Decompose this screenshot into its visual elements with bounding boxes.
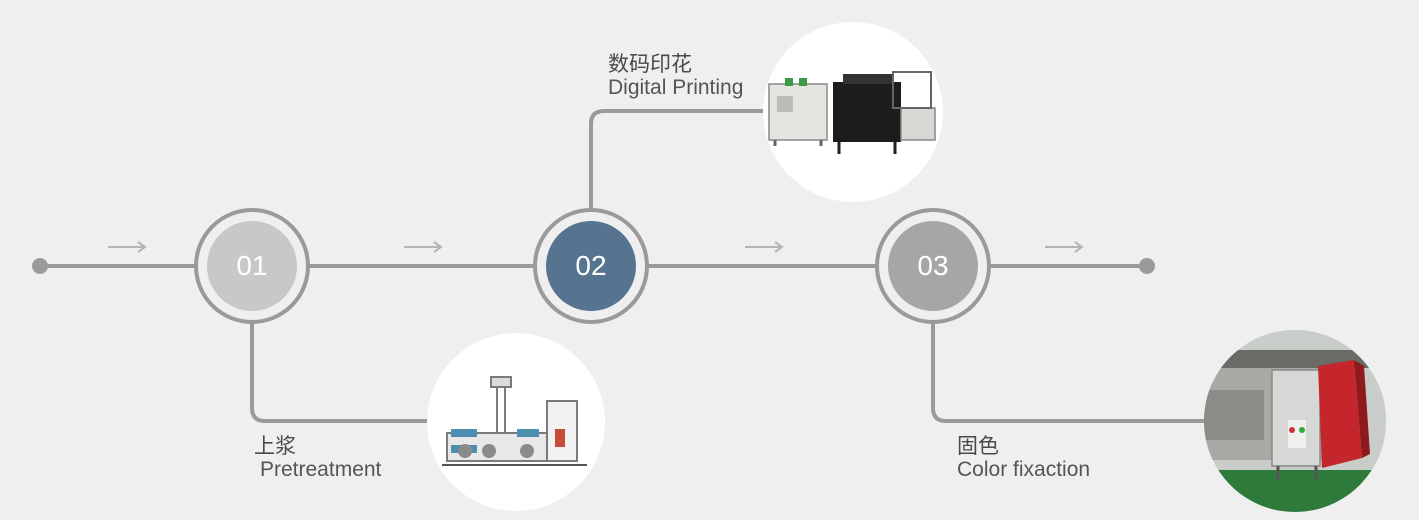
step-node-03: 03 <box>888 221 978 311</box>
label-zh: 固色 <box>957 434 999 458</box>
machine-photo-digital-printing <box>763 22 943 202</box>
label-en: Color fixaction <box>957 458 1091 482</box>
label-step-02: 数码印花 Digital Printing <box>608 52 743 100</box>
start-dot <box>32 258 48 274</box>
label-zh: 上浆 <box>254 434 296 458</box>
step-node-01: 01 <box>207 221 297 311</box>
label-en: Digital Printing <box>608 76 744 100</box>
right-arrow-icon <box>1045 241 1084 253</box>
label-step-01: 上浆 Pretreatment <box>254 434 381 482</box>
step-number: 02 <box>575 250 607 281</box>
step-node-02: 02 <box>546 221 636 311</box>
right-arrow-icon <box>404 241 443 253</box>
label-zh: 数码印花 <box>608 52 692 76</box>
end-dot <box>1139 258 1155 274</box>
branch-02 <box>589 109 775 210</box>
machine-photo-pretreatment <box>427 333 605 511</box>
machine-photo-color-fixation <box>1204 330 1386 512</box>
label-step-03: 固色 Color fixaction <box>957 434 1090 482</box>
branch-01 <box>250 322 440 423</box>
step-number: 01 <box>236 250 268 281</box>
branch-03 <box>931 322 1210 423</box>
right-arrow-icon <box>108 241 147 253</box>
label-en: Pretreatment <box>260 458 382 482</box>
step-number: 03 <box>917 250 949 281</box>
right-arrow-icon <box>745 241 784 253</box>
